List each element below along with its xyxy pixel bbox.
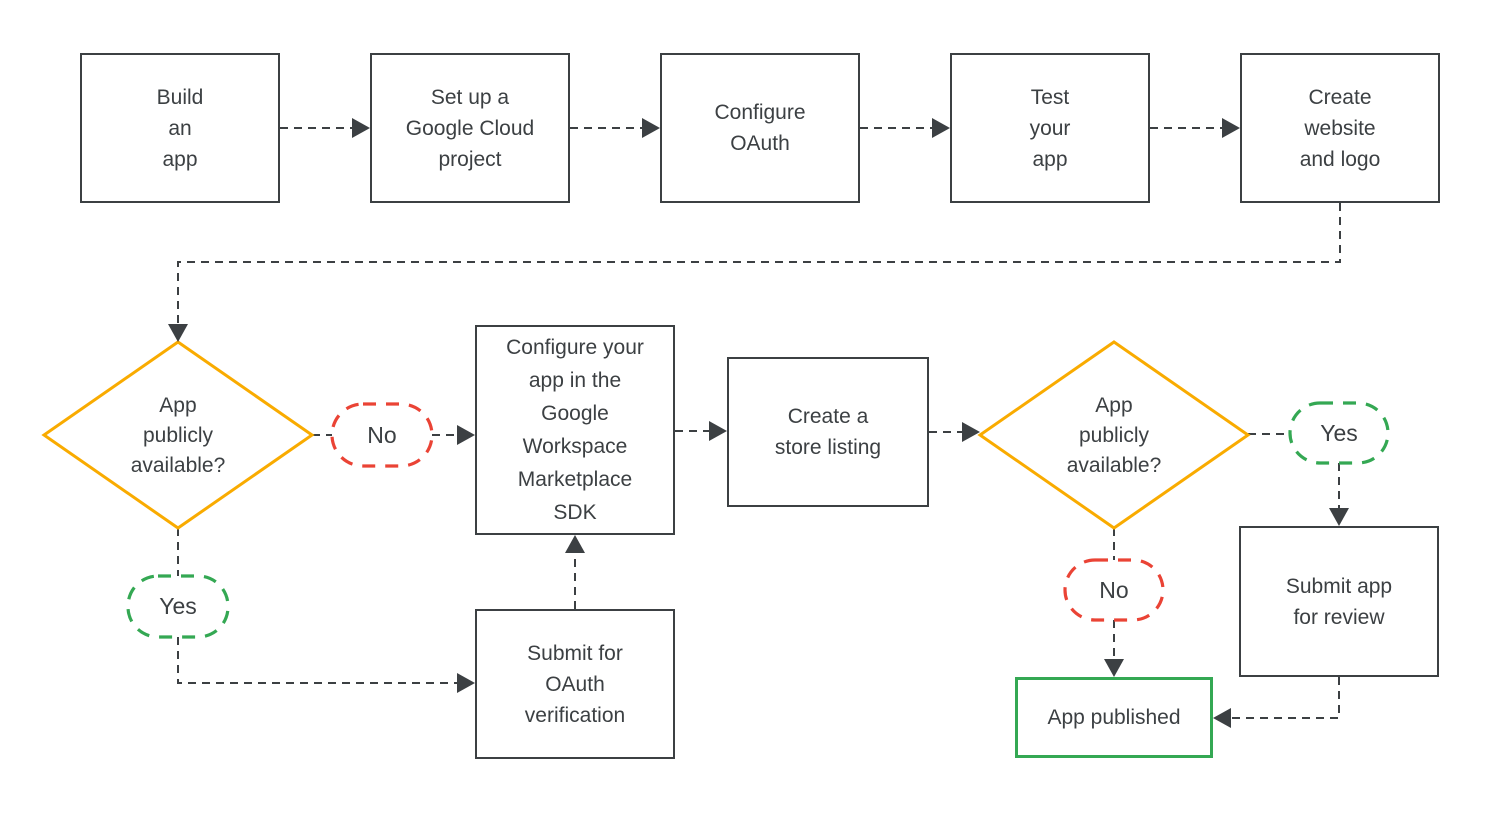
edge-yes-submit-oauth xyxy=(177,637,457,684)
node-configure-oauth: Configure OAuth xyxy=(660,53,860,203)
arrowhead-icon xyxy=(168,324,188,342)
node-configure-app-marketplace-sdk: Configure your app in the Google Workspa… xyxy=(475,325,675,535)
node-submit-app-for-review: Submit app for review xyxy=(1239,526,1439,677)
node-app-published: App published xyxy=(1015,677,1213,758)
arrowhead-icon xyxy=(932,118,950,138)
node-create-store-listing: Create a store listing xyxy=(727,357,929,507)
arrowhead-icon xyxy=(1329,508,1349,526)
arrowhead-icon xyxy=(709,421,727,441)
node-set-up-google-cloud-project: Set up a Google Cloud project xyxy=(370,53,570,203)
no-oval-left xyxy=(330,402,434,468)
no-label-left: No xyxy=(367,421,397,448)
arrowhead-icon xyxy=(457,673,475,693)
arrowhead-icon xyxy=(457,425,475,445)
arrowhead-icon xyxy=(1222,118,1240,138)
node-test-your-app: Test your app xyxy=(950,53,1150,203)
no-oval-right xyxy=(1063,558,1165,622)
node-submit-for-oauth-verification: Submit for OAuth verification xyxy=(475,609,675,759)
edge-website-decision1 xyxy=(177,203,1341,324)
yes-label-left: Yes xyxy=(159,593,197,619)
arrowhead-icon xyxy=(642,118,660,138)
decision-label-app-publicly-available-left: App publicly available? xyxy=(130,394,226,477)
decision-diamond-left xyxy=(41,340,315,530)
decision-label-app-publicly-available-right: App publicly available? xyxy=(1066,394,1162,477)
arrowhead-icon xyxy=(352,118,370,138)
node-create-website-and-logo: Create website and logo xyxy=(1240,53,1440,203)
arrowhead-icon xyxy=(1104,659,1124,677)
edge-submit-review-published xyxy=(1231,677,1340,719)
arrowhead-icon xyxy=(962,422,980,442)
yes-oval-right xyxy=(1288,401,1390,465)
decision-diamond-right xyxy=(977,340,1251,530)
node-build-an-app: Build an app xyxy=(80,53,280,203)
arrowhead-icon xyxy=(565,535,585,553)
yes-label-right: Yes xyxy=(1320,419,1358,446)
arrowhead-icon xyxy=(1213,708,1231,728)
no-label-right: No xyxy=(1099,576,1129,603)
yes-oval-left xyxy=(126,574,230,639)
